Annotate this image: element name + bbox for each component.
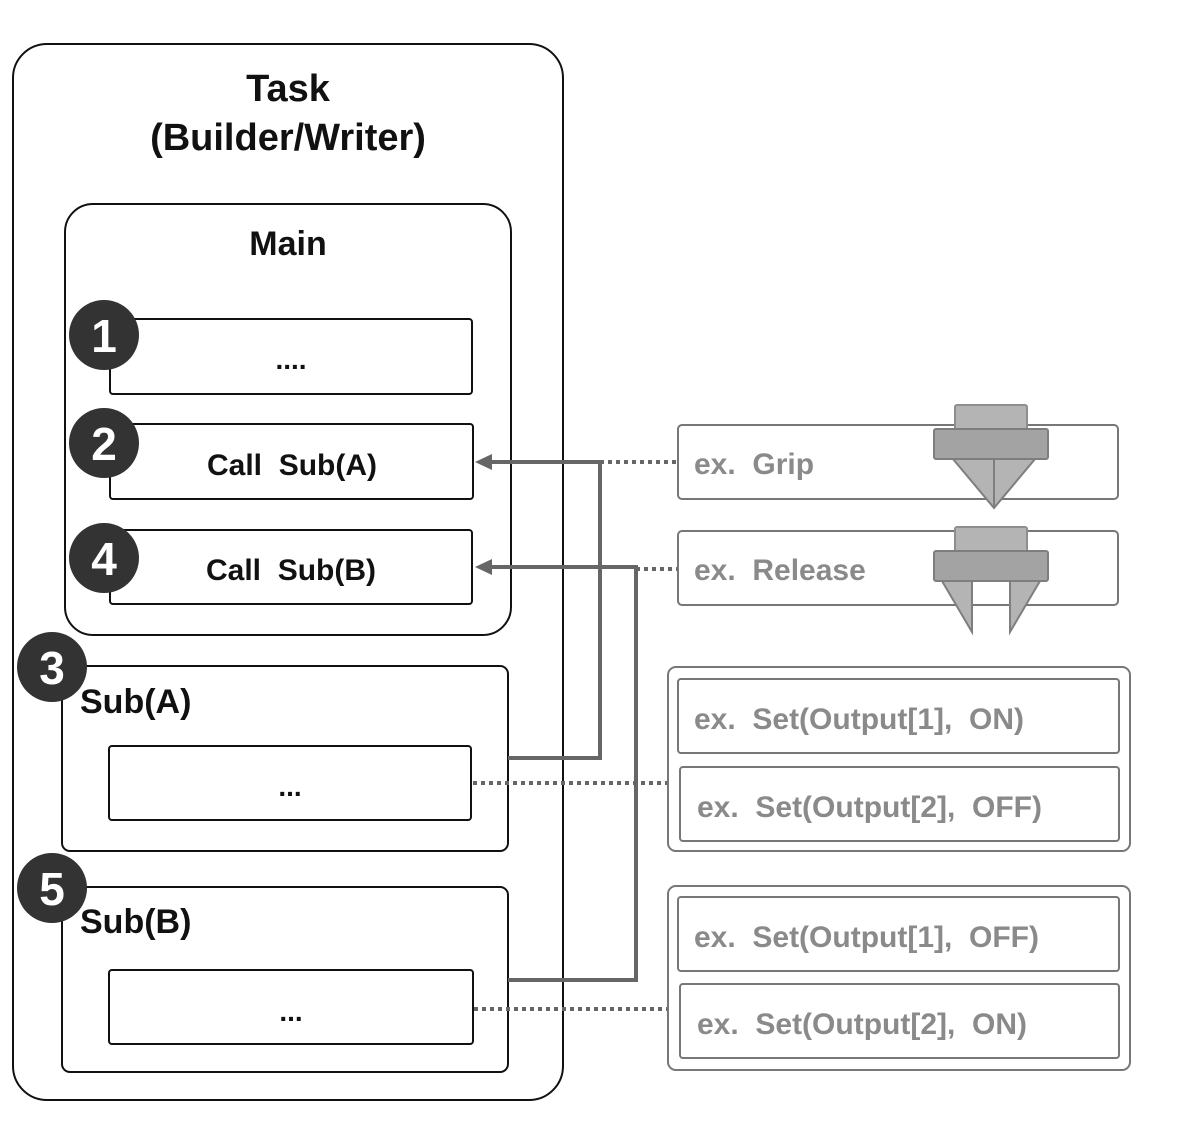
main-container xyxy=(64,203,512,636)
example-sub-b-output-1: ex. Set(Output[1], OFF) xyxy=(694,921,1039,954)
example-group-sub-b xyxy=(667,885,1131,1071)
step-badge-1 xyxy=(69,300,139,370)
task-title: Task xyxy=(246,68,331,110)
step-badge-3 xyxy=(17,632,87,702)
step-badge-5-number: 5 xyxy=(39,863,65,915)
step-badge-2-number: 2 xyxy=(91,418,117,470)
example-sub-b-output-1-box xyxy=(677,896,1120,972)
sub-a-body-box xyxy=(108,745,472,821)
sub-a-title: Sub(A) xyxy=(80,683,191,721)
gripper-closed-icon xyxy=(933,404,1049,510)
example-sub-a-output-1: ex. Set(Output[1], ON) xyxy=(694,703,1024,736)
sub-b-body-box xyxy=(108,969,474,1045)
step-badge-4-number: 4 xyxy=(91,533,117,585)
task-subtitle: (Builder/Writer) xyxy=(150,117,426,159)
sub-b-title: Sub(B) xyxy=(80,903,191,941)
main-step-2-label: Call Sub(A) xyxy=(207,449,377,482)
example-grip-label: ex. Grip xyxy=(694,448,814,481)
main-step-4-label: Call Sub(B) xyxy=(206,554,376,587)
task-container xyxy=(12,43,564,1101)
main-step-1-label: .... xyxy=(275,344,306,375)
example-group-sub-a xyxy=(667,666,1131,852)
step-badge-4 xyxy=(69,523,139,593)
example-sub-b-output-2-box xyxy=(679,983,1120,1059)
example-sub-a-output-2: ex. Set(Output[2], OFF) xyxy=(697,791,1042,824)
arrowhead-call-sub-a-icon xyxy=(475,454,492,470)
main-title: Main xyxy=(249,225,326,263)
example-sub-a-output-2-box xyxy=(679,766,1120,842)
sub-a-body: ... xyxy=(278,771,301,802)
connector-sub-b-to-call xyxy=(490,565,638,982)
example-sub-a-output-1-box xyxy=(677,678,1120,754)
example-sub-b-output-2: ex. Set(Output[2], ON) xyxy=(697,1008,1027,1041)
step-badge-5 xyxy=(17,853,87,923)
step-badge-1-number: 1 xyxy=(91,310,117,362)
sub-b-body: ... xyxy=(279,996,302,1027)
connector-sub-a-to-call xyxy=(490,460,602,760)
step-badge-3-number: 3 xyxy=(39,642,65,694)
example-release-label: ex. Release xyxy=(694,554,866,587)
arrowhead-call-sub-b-icon xyxy=(475,559,492,575)
gripper-open-icon xyxy=(933,526,1049,636)
step-badge-2 xyxy=(69,408,139,478)
